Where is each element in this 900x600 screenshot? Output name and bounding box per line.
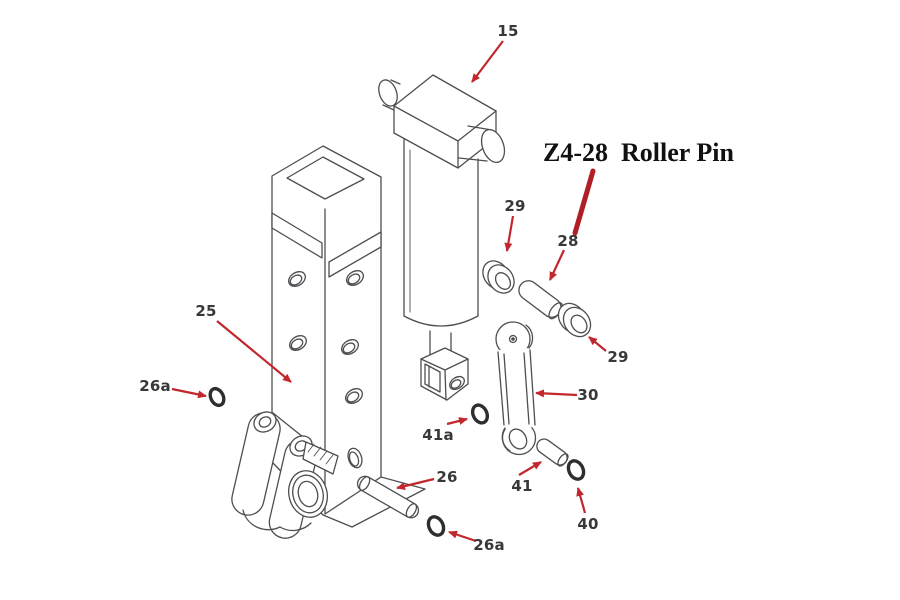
leader-26 (396, 477, 435, 490)
part-label-26a-left: 26a (139, 377, 171, 395)
part-41a-o-ring-drawing (470, 403, 490, 425)
part-28-roller-pin-drawing (518, 280, 563, 320)
part-label-30: 30 (577, 386, 599, 404)
part-label-15: 15 (497, 22, 519, 40)
part-label-26: 26 (436, 468, 458, 486)
part-41-pin-drawing (536, 438, 569, 467)
part-label-25: 25 (195, 302, 217, 320)
part-25-column-drawing (271, 145, 426, 528)
part-26a-o-ring-bottom-drawing (426, 515, 446, 537)
part-40-o-ring-drawing (566, 459, 586, 481)
leader-30 (535, 389, 578, 398)
leader-arrows (171, 40, 607, 543)
part-29-bushing-right-drawing (557, 302, 592, 338)
part-25-bracket-drawing (231, 411, 339, 539)
leader-28 (549, 249, 565, 281)
part-label-26a-bottom: 26a (473, 536, 505, 554)
leader-25 (216, 320, 292, 383)
part-29-bushing-top-drawing (482, 260, 515, 294)
leader-26a-bottom (448, 530, 477, 543)
title-pointer-line (572, 168, 596, 236)
leader-26a-left (171, 387, 207, 399)
diagram-title: Z4-28 Roller Pin (543, 138, 734, 167)
part-30-link-drawing (495, 321, 537, 456)
leader-41a (446, 417, 468, 426)
leader-29-top (504, 215, 515, 252)
part-label-41a: 41a (422, 426, 454, 444)
leader-15 (471, 40, 504, 83)
part-26a-o-ring-left-drawing (208, 386, 226, 408)
part-label-28: 28 (557, 232, 579, 250)
part-label-29-right: 29 (607, 348, 629, 366)
leader-41 (518, 461, 542, 476)
part-26-pin-drawing (356, 475, 420, 519)
part-label-41: 41 (511, 477, 533, 495)
part-15-cylinder-drawing (378, 74, 506, 401)
part-label-29-top: 29 (504, 197, 526, 215)
leader-40 (576, 487, 587, 514)
part-label-40: 40 (577, 515, 599, 533)
leader-29-right (588, 336, 607, 352)
